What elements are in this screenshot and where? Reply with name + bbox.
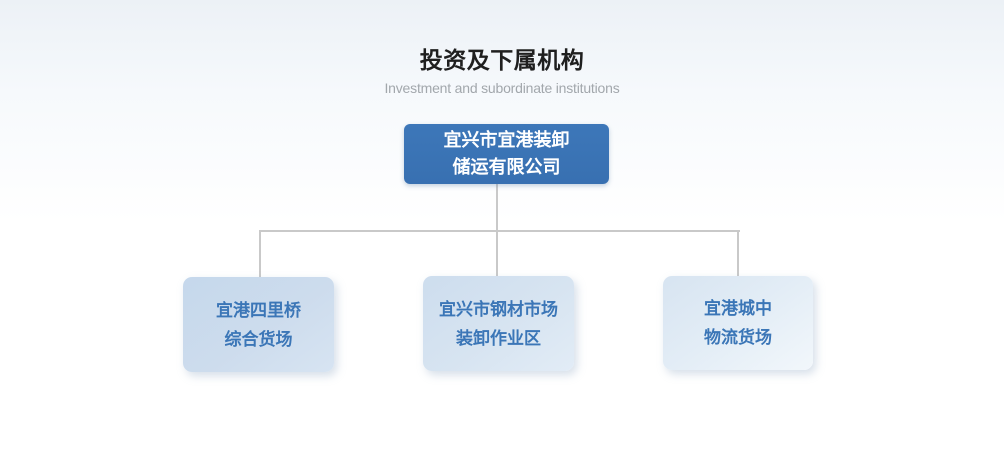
page-title: 投资及下属机构	[419, 47, 585, 73]
org-node-child-chengzhong-logistics: 宜港城中 物流货场	[663, 276, 813, 370]
page-subtitle: Investment and subordinate institutions	[384, 80, 620, 96]
org-node-label-line: 物流货场	[704, 328, 772, 347]
connector-root-vertical	[496, 184, 498, 232]
org-node-child-steel-market-area: 宜兴市钢材市场 装卸作业区	[423, 276, 574, 371]
org-node-label-line: 宜兴市钢材市场	[439, 299, 558, 319]
connector-drop-left	[259, 232, 261, 277]
page-header: 投资及下属机构 Investment and subordinate insti…	[0, 46, 1004, 97]
connector-drop-middle	[496, 232, 498, 276]
org-node-label-line: 宜兴市宜港装卸	[443, 130, 570, 150]
org-node-label-line: 综合货场	[224, 329, 293, 349]
connector-horizontal-rail	[259, 230, 740, 232]
connector-drop-right	[737, 232, 739, 276]
org-node-label-line: 宜港城中	[704, 299, 772, 318]
org-node-label-line: 装卸作业区	[456, 328, 541, 348]
org-node-label-line: 宜港四里桥	[216, 300, 301, 320]
org-node-child-silqiao-yard: 宜港四里桥 综合货场	[183, 277, 334, 372]
org-node-root-company: 宜兴市宜港装卸 储运有限公司	[404, 124, 609, 184]
org-node-label-line: 储运有限公司	[452, 157, 561, 177]
